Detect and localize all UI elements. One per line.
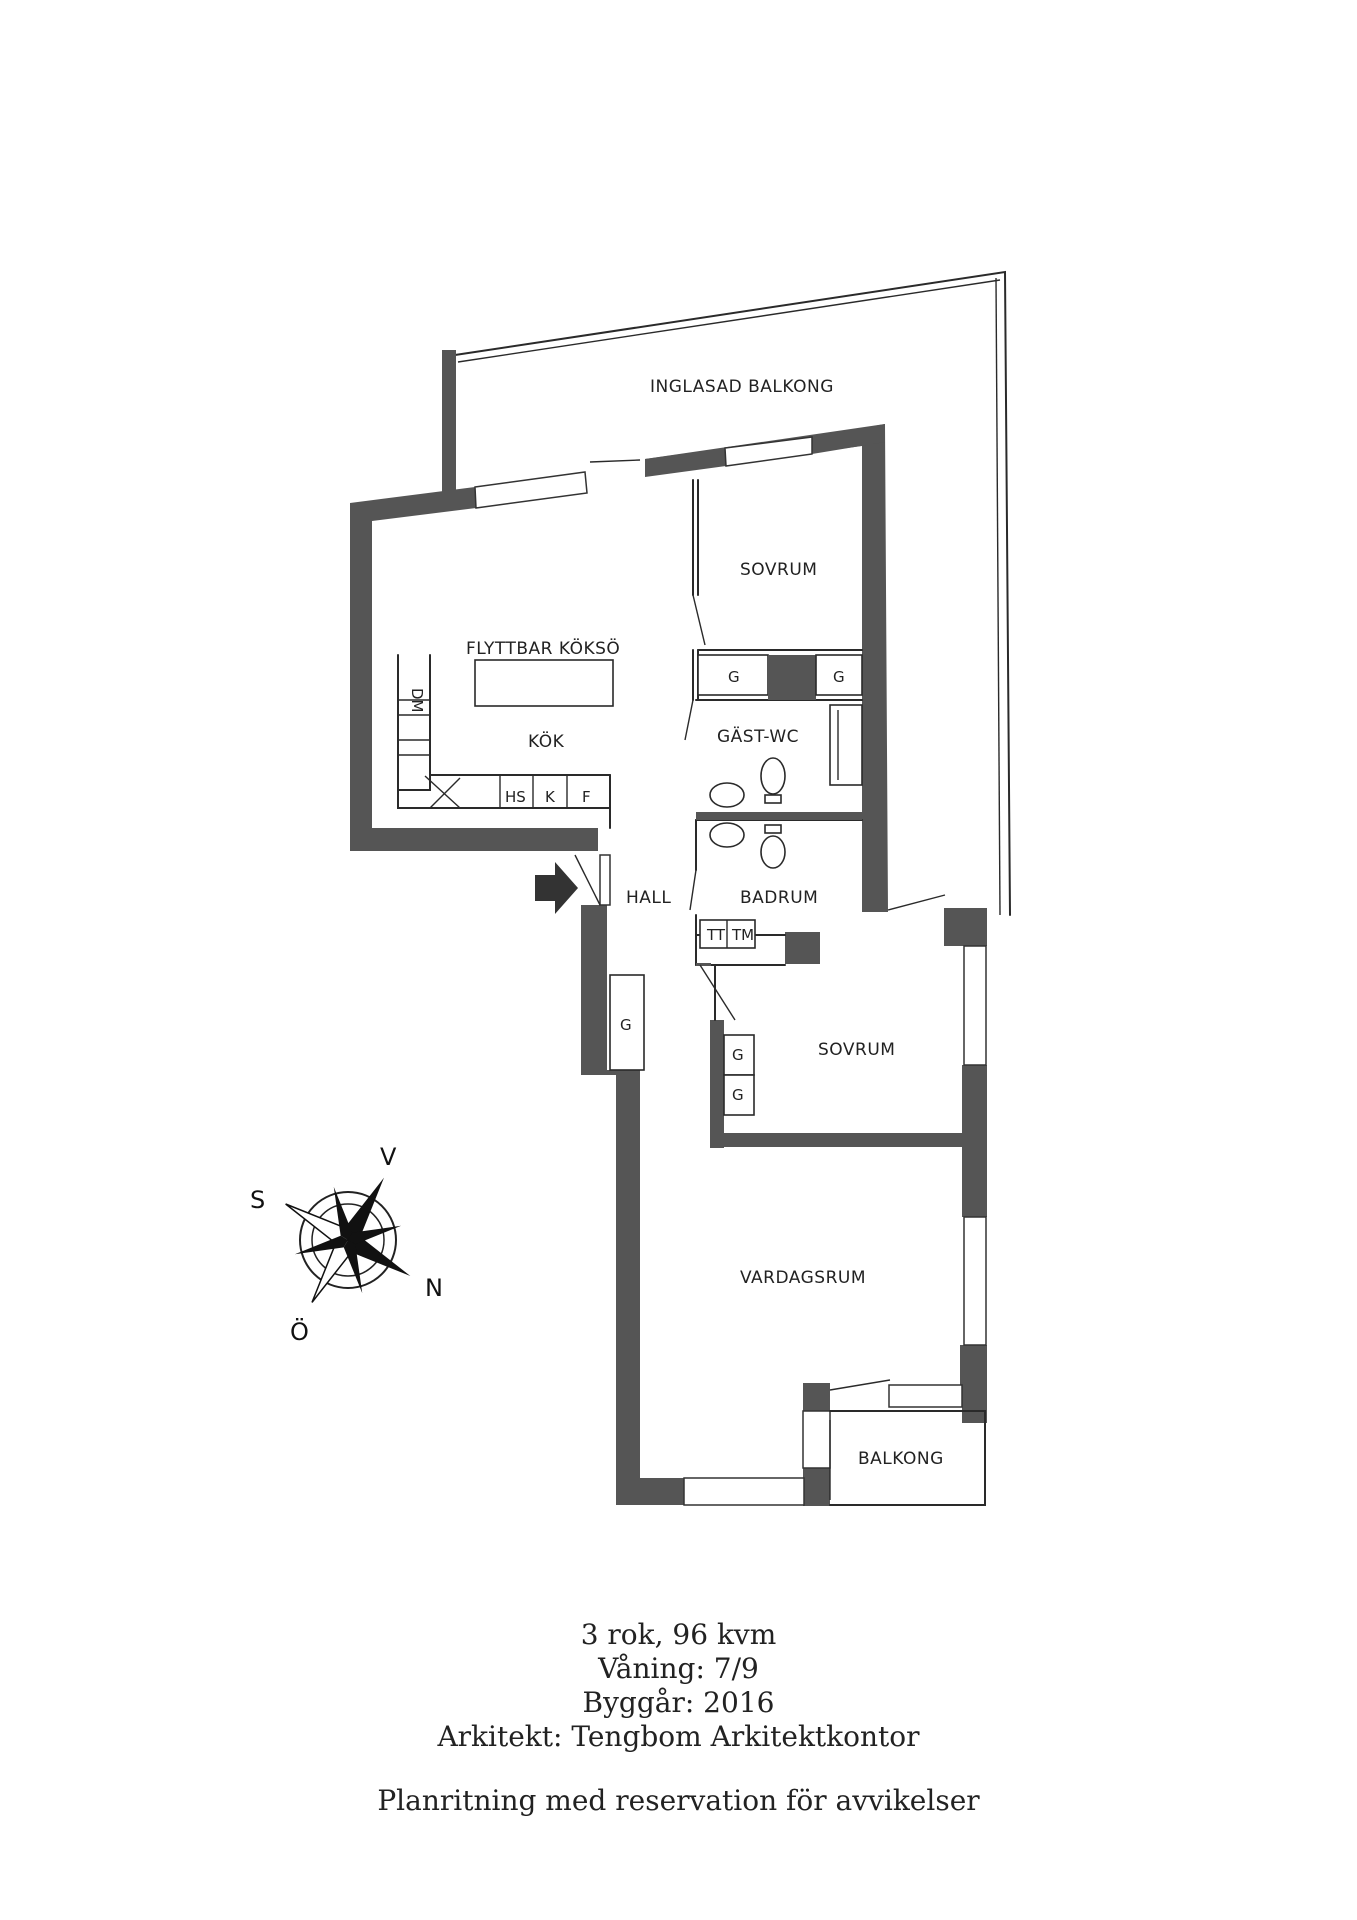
kitchen-counters — [397, 654, 614, 829]
bathroom-fixtures — [699, 757, 786, 949]
fixture-label-g-hall: G — [620, 1016, 632, 1034]
fixture-label-tm: TM — [731, 926, 754, 944]
fixture-label-tt: TT — [706, 926, 726, 944]
fixture-label-g-sovrum-left: G — [728, 668, 740, 686]
info-architect: Arkitekt: Tengbom Arkitektkontor — [437, 1720, 920, 1753]
fixture-label-hs: HS — [505, 788, 526, 806]
compass-label-s: S — [250, 1186, 265, 1214]
room-label-gast-wc: GÄST-WC — [717, 726, 799, 747]
exterior-walls — [350, 424, 987, 1506]
info-disclaimer: Planritning med reservation för avvikels… — [377, 1784, 980, 1817]
interior-walls — [692, 479, 962, 1148]
sink-icon — [709, 782, 745, 808]
enclosed-balcony-outline — [442, 270, 1011, 916]
balcony-outline — [829, 1410, 986, 1506]
entrance-arrow-icon — [535, 862, 578, 914]
kitchen-island — [474, 659, 614, 707]
toilet-icon — [760, 835, 786, 869]
room-label-kok: KÖK — [528, 730, 565, 752]
sink-icon — [709, 822, 745, 848]
fixture-label-g-bedroom-bottom: G — [732, 1086, 744, 1104]
windows — [474, 436, 987, 1506]
info-built-year: Byggår: 2016 — [582, 1686, 775, 1719]
room-label-inglasad-balkong: INGLASAD BALKONG — [650, 377, 834, 397]
room-label-vardagsrum: VARDAGSRUM — [740, 1268, 866, 1288]
compass-label-v: V — [380, 1143, 397, 1171]
compass-label-n: N — [425, 1274, 443, 1302]
room-label-badrum: BADRUM — [740, 888, 818, 908]
fixture-label-g-sovrum-right: G — [833, 668, 845, 686]
fixture-label-f: F — [582, 788, 591, 806]
compass-label-o: Ö — [290, 1317, 309, 1346]
fixture-label-dm: DM — [408, 688, 426, 713]
room-label-hall: HALL — [626, 888, 671, 908]
fixture-label-k: K — [545, 788, 556, 806]
info-rooms-area: 3 rok, 96 kvm — [580, 1618, 777, 1651]
toilet-icon — [760, 757, 786, 795]
doors — [574, 459, 946, 1391]
hall-wardrobe — [609, 974, 645, 1071]
room-label-balkong: BALKONG — [858, 1449, 944, 1469]
fixture-label-g-bedroom-top: G — [732, 1046, 744, 1064]
room-label-sovrum-2: SOVRUM — [818, 1040, 895, 1060]
room-label-sovrum-1: SOVRUM — [740, 560, 817, 580]
info-floor: Våning: 7/9 — [598, 1652, 759, 1685]
compass-rose-icon — [285, 1177, 411, 1303]
bedroom-wardrobes — [723, 1034, 755, 1116]
room-label-flyttbar-kokso: FLYTTBAR KÖKSÖ — [466, 637, 620, 659]
